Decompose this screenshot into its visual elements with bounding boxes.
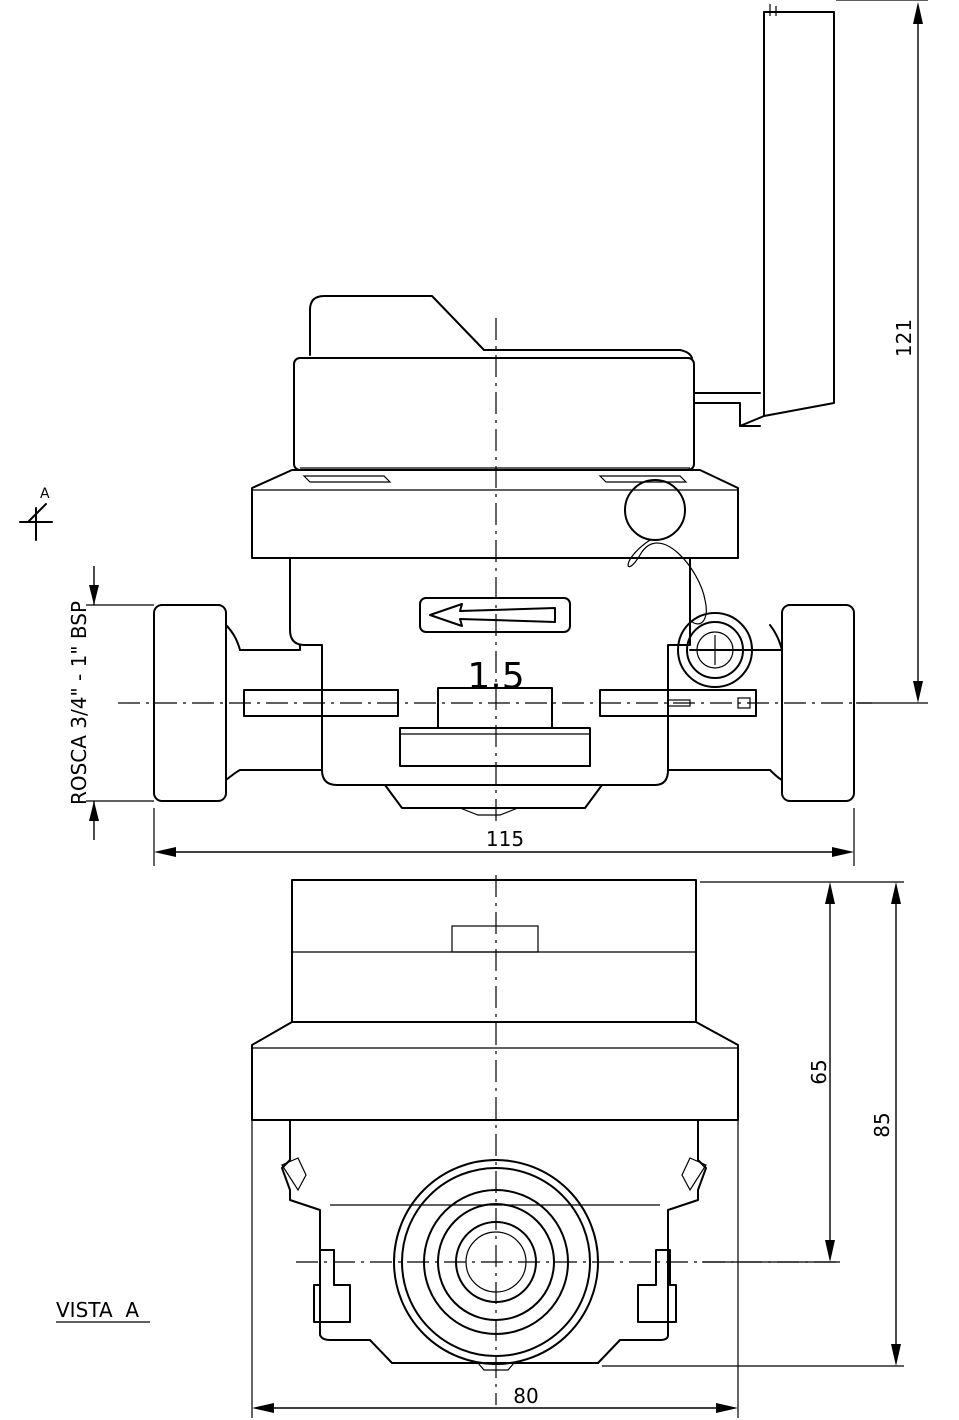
seal-wire [627,539,707,625]
valve-fitting [677,612,753,688]
thread-label: ROSCA 3/4" - 1" BSP [67,601,91,805]
right-plug [637,1249,677,1323]
register-housing-front [291,879,697,1023]
view-title: VISTA A [56,1298,139,1322]
side-view: 1.5 115 [19,0,928,866]
clamp-ring [251,469,739,559]
body-front [281,1119,707,1364]
clamp-ring-front [251,1021,739,1121]
flow-arrow-frame [419,597,571,633]
dim-height-total: 121 [892,319,916,357]
cover-lid [739,11,835,427]
view-a: 65 85 80 VISTA A [56,875,904,1418]
inlet-pipe [239,644,323,771]
flow-arrow [429,603,556,627]
meter-body [289,557,691,786]
register-housing [293,357,695,471]
register-cap [309,295,693,359]
outlet-pipe [667,649,783,771]
cover-hinge [693,392,761,427]
view-arrow [19,503,53,541]
dim-length: 115 [486,827,524,851]
dim-width: 80 [513,1384,538,1408]
outlet-nut [781,604,855,802]
dim-axis-height: 65 [807,1059,831,1084]
seal-ball [624,479,686,541]
view-marker: A [40,486,50,502]
inlet-nut [153,604,227,802]
dim-body-height: 85 [870,1112,894,1137]
